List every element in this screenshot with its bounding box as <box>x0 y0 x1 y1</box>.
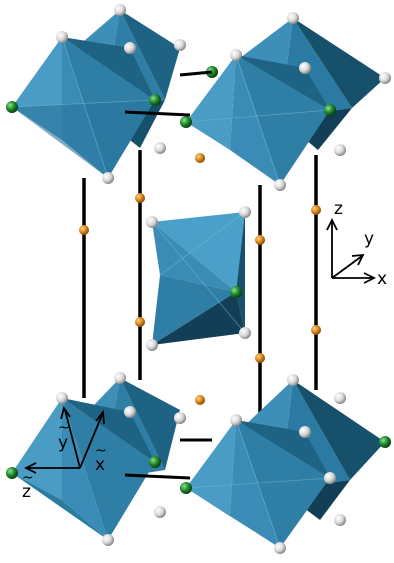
orange-atom <box>135 317 145 327</box>
global-axes <box>326 217 377 284</box>
orange-atom <box>311 205 321 215</box>
octahedron <box>180 414 336 554</box>
axis-label-x: x <box>377 269 387 289</box>
interstitial-atoms <box>79 153 321 405</box>
bottom-layer <box>6 372 391 554</box>
white-atom <box>146 216 158 228</box>
octahedron <box>6 392 161 546</box>
local-axis-tilde-z: ~ <box>22 470 34 486</box>
octahedron <box>6 31 161 184</box>
local-axis-label-y: y <box>58 433 68 453</box>
white-atom <box>334 514 346 526</box>
local-axis-tilde-x: ~ <box>95 443 107 459</box>
white-atom <box>154 506 166 518</box>
orange-atom <box>255 235 265 245</box>
white-atom <box>174 39 186 51</box>
white-atom <box>334 144 346 156</box>
octahedron <box>180 49 336 191</box>
white-atom <box>174 412 186 424</box>
local-axis-label-z: z <box>22 482 31 502</box>
vertical-bonds <box>82 150 318 418</box>
orange-atom <box>195 153 205 163</box>
green-atom <box>230 286 242 298</box>
white-atom <box>239 206 251 218</box>
white-atom <box>154 142 166 154</box>
white-atom <box>239 327 251 339</box>
central-octahedron <box>146 206 251 351</box>
axis-label-z: z <box>334 199 343 219</box>
axis-label-y: y <box>364 229 374 249</box>
orange-atom <box>135 193 145 203</box>
orange-atom <box>311 325 321 335</box>
local-axis-label-x: x <box>95 455 105 475</box>
white-atom <box>146 339 158 351</box>
orange-atom <box>255 353 265 363</box>
white-atom <box>379 72 391 84</box>
top-layer <box>6 4 391 191</box>
local-axis-tilde-y: ~ <box>58 420 70 436</box>
orange-atom <box>79 225 89 235</box>
local-axes <box>23 405 105 474</box>
orange-atom <box>195 395 205 405</box>
